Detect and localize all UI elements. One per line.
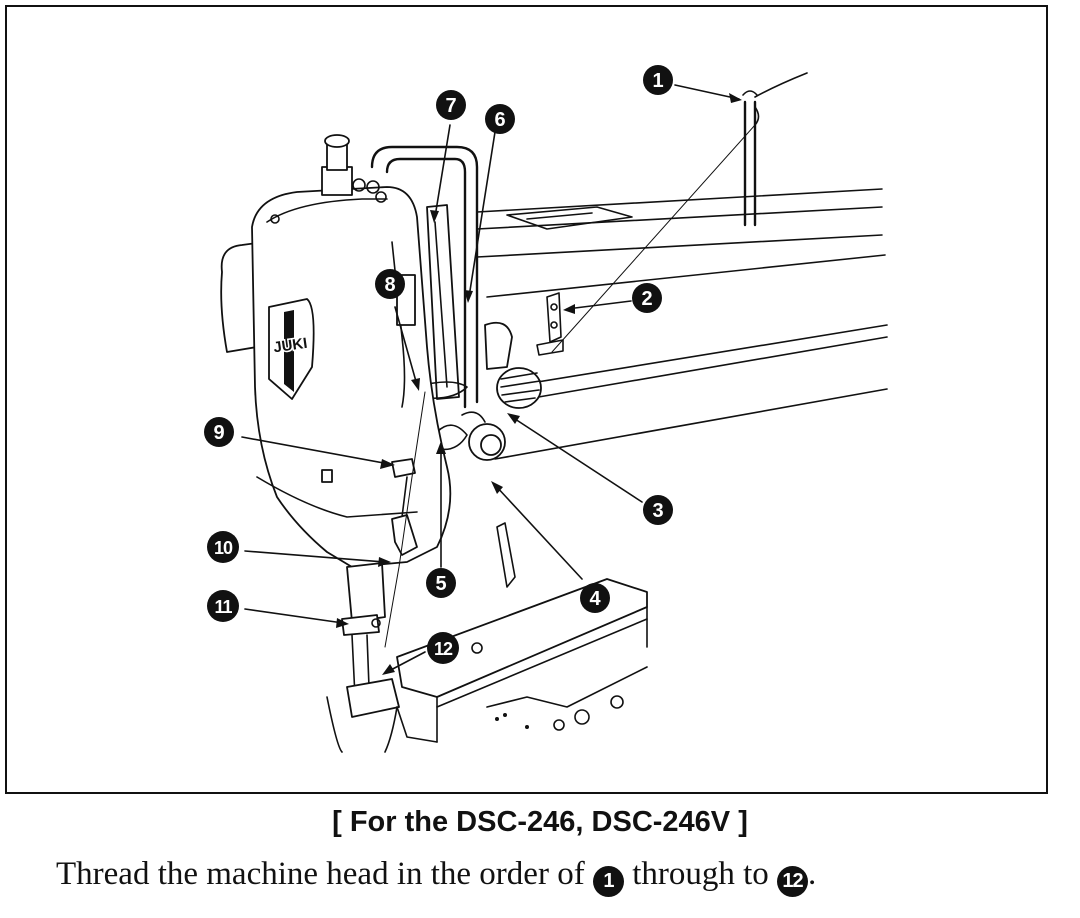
callout-11: 11 [207, 590, 239, 622]
svg-text:11: 11 [214, 597, 232, 617]
svg-text:4: 4 [589, 588, 601, 610]
callout-7: 7 [436, 90, 466, 120]
sewing-machine-threading-diagram: JUKI [204, 65, 888, 753]
callout-1: 1 [643, 65, 673, 95]
svg-text:5: 5 [435, 573, 446, 595]
callout-8: 8 [375, 269, 405, 299]
machine-arm [476, 188, 888, 460]
callout-10: 10 [207, 531, 239, 563]
machine-head: JUKI [220, 134, 452, 568]
callout-4: 4 [580, 583, 610, 613]
thread-guide-bracket [536, 292, 564, 356]
svg-text:12: 12 [434, 639, 453, 659]
instruction-text: Thread the machine head in the order of … [56, 856, 816, 897]
callout-3: 3 [643, 495, 673, 525]
diagram-frame: JUKI [5, 5, 1048, 794]
svg-text:7: 7 [445, 95, 456, 117]
callout-6: 6 [485, 104, 515, 134]
callout-5: 5 [426, 568, 456, 598]
instruction-text-end: . [808, 856, 817, 892]
end-number-badge: 12 [777, 866, 809, 897]
model-caption-title: [ For the DSC-246, DSC-246V ] [332, 806, 748, 838]
start-number-badge: 1 [592, 866, 624, 897]
callout-12: 12 [427, 632, 459, 664]
juki-logo: JUKI [272, 335, 308, 357]
machine-bed-plate [396, 522, 648, 743]
svg-text:10: 10 [214, 538, 233, 558]
instruction-text-middle: through to [632, 856, 769, 892]
svg-text:9: 9 [213, 422, 224, 444]
thread-stand [551, 72, 808, 353]
take-up-frame [370, 145, 479, 409]
svg-text:2: 2 [641, 288, 652, 310]
svg-text:6: 6 [494, 109, 505, 131]
svg-text:8: 8 [384, 274, 395, 296]
svg-text:3: 3 [652, 500, 663, 522]
tension-assembly [436, 321, 542, 461]
svg-text:1: 1 [652, 70, 663, 92]
callout-leader-lines [241, 84, 742, 675]
callout-2: 2 [632, 283, 662, 313]
instruction-text-start: Thread the machine head in the order of [56, 856, 585, 892]
needle-bar-assembly [326, 391, 426, 753]
callout-9: 9 [204, 417, 234, 447]
